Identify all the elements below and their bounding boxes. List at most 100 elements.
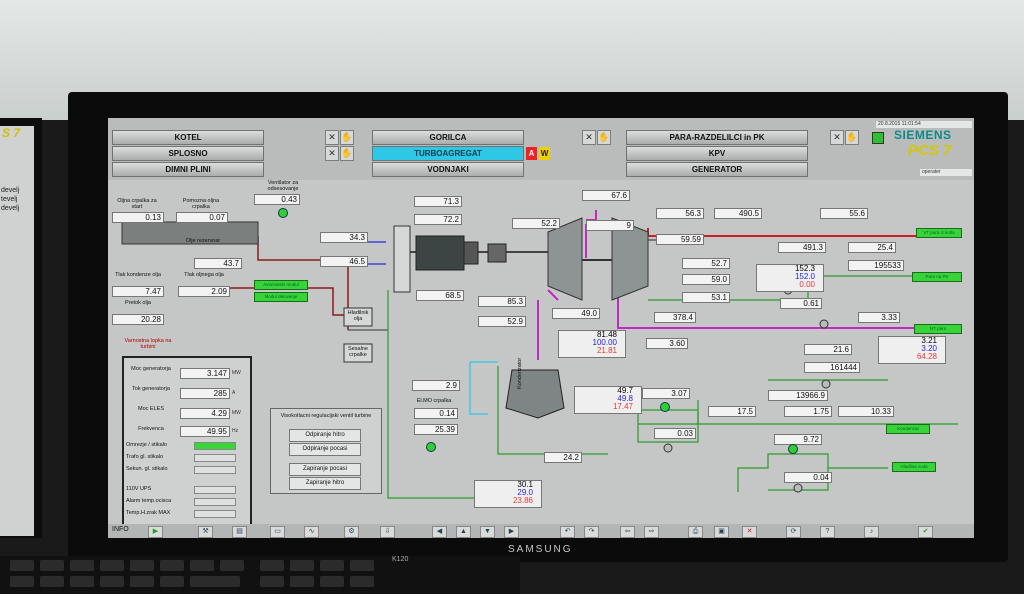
key	[40, 560, 64, 571]
auto-mode-button[interactable]: Avtomatski modul	[254, 280, 308, 290]
close-fast-button[interactable]: Zapiranje hitro	[289, 477, 361, 490]
gen-current-unit: A	[232, 390, 236, 396]
cooling-water-tag[interactable]: Hladilna voda	[892, 462, 936, 472]
hand-icon[interactable]: ✋	[340, 146, 354, 161]
left-arrow-icon[interactable]: ◀	[432, 526, 447, 538]
condenser-triple-line2: 49.8	[617, 394, 633, 403]
exhaust-temp: 378.4	[654, 312, 696, 323]
cancel-icon[interactable]: ✕	[742, 526, 757, 538]
print-icon[interactable]: ⎙	[688, 526, 703, 538]
alarm-air-bar	[194, 510, 236, 518]
folder-icon[interactable]: ▤	[232, 526, 247, 538]
nav-generator[interactable]: GENERATOR	[626, 162, 808, 177]
pump-pressure-label: Pomozna oljna crpalka	[182, 198, 220, 210]
key	[130, 560, 154, 571]
navigation-header: KOTEL SPLOSNO DIMNI PLINI ✕ ✋ ✕ ✋ GORILC…	[108, 118, 974, 180]
bearing-temp-2: 72.2	[414, 214, 462, 225]
live-steam-pressure: 56.3	[656, 208, 704, 219]
valve-panel-title: Visokotlacni regulacijski ventil turbine	[280, 413, 372, 419]
tlak-ulezaj-value: 2.09	[178, 286, 230, 297]
nav-para-razdelilci[interactable]: PARA-RAZDELILCI in PK	[626, 130, 808, 145]
hand-icon[interactable]: ✋	[597, 130, 611, 145]
key	[70, 560, 94, 571]
screen-icon[interactable]: ▭	[270, 526, 285, 538]
steam-pk-tag[interactable]: Para na PK	[912, 272, 962, 282]
key	[10, 560, 34, 571]
help-icon[interactable]: ?	[820, 526, 835, 538]
up-arrow-icon[interactable]: ▲	[456, 526, 471, 538]
mode-button[interactable]: Modul delovanje	[254, 292, 308, 302]
info-label[interactable]: INFO	[112, 526, 129, 533]
nav-vodnjaki[interactable]: VODNJAKI	[372, 162, 524, 177]
nav-kotel[interactable]: KOTEL	[112, 130, 264, 145]
undo-icon[interactable]: ↶	[560, 526, 575, 538]
nav-kpv[interactable]: KPV	[626, 146, 808, 161]
key	[160, 560, 184, 571]
close-icon[interactable]: ✕	[325, 130, 339, 145]
steam-temp-2: 491.3	[778, 242, 826, 253]
pump-status-icon[interactable]	[660, 402, 670, 412]
back-icon[interactable]: ⇦	[620, 526, 635, 538]
cooling-flow: 10.33	[838, 406, 894, 417]
tlak-olje-label: Tlak kondenze olja	[115, 272, 161, 278]
open-slow-button[interactable]: Odpiranje pocasi	[289, 443, 361, 456]
right-arrow-icon[interactable]: ▶	[504, 526, 519, 538]
open-fast-button[interactable]: Odpiranje hitro	[289, 429, 361, 442]
cooling-temp: 17.5	[708, 406, 756, 417]
vt-steam-tag[interactable]: VT para iz kotla	[916, 228, 962, 238]
ventilator-status-icon[interactable]	[278, 208, 288, 218]
aux-pump-value: 0.04	[784, 472, 832, 483]
redo-icon[interactable]: ↷	[584, 526, 599, 538]
close-icon[interactable]: ✕	[325, 146, 339, 161]
warning-w-indicator[interactable]: W	[539, 147, 550, 160]
nav-turboagregat[interactable]: TURBOAGREGAT	[372, 146, 524, 161]
header-triple-line2: 152.0	[794, 272, 815, 281]
stage-value-1: 52.7	[682, 258, 730, 269]
nav-splosno[interactable]: SPLOSNO	[112, 146, 264, 161]
total-flow-value: 13966.9	[768, 390, 828, 401]
gear-icon[interactable]: ⚙	[344, 526, 359, 538]
eles-power-value: 4.29	[180, 408, 230, 419]
sec-switch-bar	[194, 466, 236, 474]
tool-icon[interactable]: ⚒	[198, 526, 213, 538]
alarm-a-indicator[interactable]: A	[526, 147, 537, 160]
key	[320, 576, 344, 587]
tlak-ulezaj-label: Tlak oljnega olja	[184, 272, 224, 278]
nav-dimni-plini[interactable]: DIMNI PLINI	[112, 162, 264, 177]
condensate-tag[interactable]: Kondenzat	[886, 424, 930, 434]
forward-icon[interactable]: ⇨	[644, 526, 659, 538]
nt-triple-line2: 3.20	[921, 344, 937, 353]
nav-gorilca[interactable]: GORILCA	[372, 130, 524, 145]
close-slow-button[interactable]: Zapiranje pocasi	[289, 463, 361, 476]
close-icon[interactable]: ✕	[582, 130, 596, 145]
safety-alarm-label: Varnostna lopka na turbini	[124, 338, 172, 350]
pump-start-value: 0.13	[112, 212, 164, 223]
key	[100, 560, 124, 571]
pump-pressure-value: 3.07	[642, 388, 690, 399]
save-icon[interactable]: ▣	[714, 526, 729, 538]
import-icon[interactable]: ⇩	[380, 526, 395, 538]
hand-icon[interactable]: ✋	[340, 130, 354, 145]
sound-icon[interactable]: ♪	[864, 526, 879, 538]
hand-icon[interactable]: ✋	[845, 130, 859, 145]
pump-start-label: Oljna crpalka za start	[117, 198, 157, 210]
down-arrow-icon[interactable]: ▼	[480, 526, 495, 538]
trend-icon[interactable]: ∿	[304, 526, 319, 538]
key	[40, 576, 64, 587]
key	[290, 560, 314, 571]
nt-steam-tag[interactable]: NT para	[914, 324, 962, 334]
el-pump-status-icon[interactable]	[426, 442, 436, 452]
nt-triple-line1: 3.21	[921, 336, 937, 345]
water-pump-status-icon[interactable]	[788, 444, 798, 454]
condensate-flow: 161444	[804, 362, 860, 373]
key	[70, 576, 94, 587]
play-icon[interactable]: ▶	[148, 526, 163, 538]
acknowledge-icon[interactable]: ✔	[918, 526, 933, 538]
condenser-triple-display: 49.7 49.8 17.47	[574, 386, 642, 414]
close-icon[interactable]: ✕	[830, 130, 844, 145]
refresh-icon[interactable]: ⟳	[786, 526, 801, 538]
cooling-pressure: 1.75	[784, 406, 832, 417]
nt-steam-value: 3.33	[858, 312, 900, 323]
eles-power-unit: MW	[232, 410, 241, 416]
